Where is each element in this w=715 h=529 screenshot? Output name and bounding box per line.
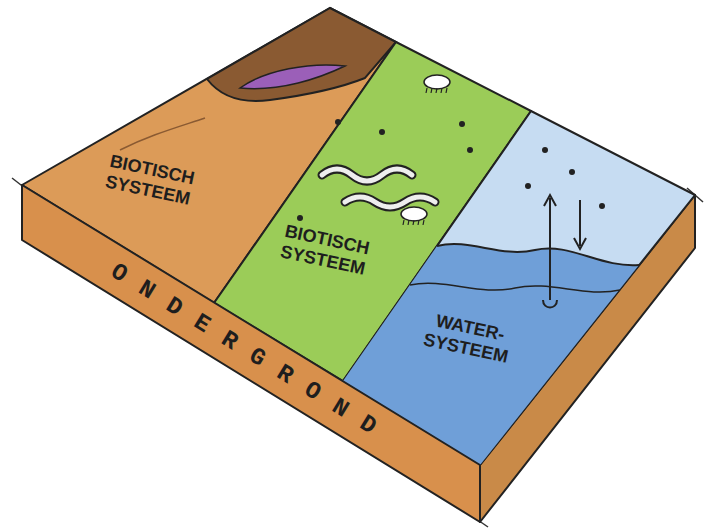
flux-arrow bbox=[549, 198, 551, 300]
arrow-head bbox=[544, 195, 556, 206]
worm-outline bbox=[322, 169, 412, 181]
animal-leg bbox=[441, 88, 442, 93]
water-line bbox=[410, 283, 620, 292]
animal-leg bbox=[413, 220, 414, 225]
vapour-dot bbox=[542, 147, 548, 153]
animal-leg bbox=[446, 88, 447, 93]
arrow-head bbox=[574, 238, 586, 249]
animal-leg bbox=[423, 220, 424, 225]
region-fill bbox=[22, 185, 480, 522]
vapour-dot bbox=[599, 203, 605, 209]
organism-dot bbox=[297, 215, 303, 221]
animal-leg bbox=[408, 220, 409, 225]
region-fill bbox=[343, 111, 695, 465]
organism-dot bbox=[467, 147, 473, 153]
flux-arrow bbox=[579, 200, 581, 246]
worm-outline bbox=[345, 197, 435, 207]
region-shape bbox=[343, 111, 695, 465]
worm bbox=[345, 197, 435, 207]
animal-leg bbox=[426, 88, 427, 93]
vapour-dot bbox=[525, 183, 531, 189]
animal-leg bbox=[436, 88, 437, 93]
animal-leg bbox=[431, 88, 432, 93]
animal-leg bbox=[403, 220, 404, 225]
soil-line bbox=[120, 118, 205, 150]
water-region: WATER-SYSTEEM bbox=[343, 111, 695, 465]
soil-lens bbox=[240, 65, 345, 89]
vapour-dot bbox=[569, 169, 575, 175]
label-holder: ONDERGROND bbox=[65, 233, 438, 475]
region-label: ONDERGROND bbox=[106, 258, 397, 450]
worm bbox=[322, 169, 412, 181]
animal-leg bbox=[418, 220, 419, 225]
flux-foot bbox=[543, 300, 557, 308]
organism-dot bbox=[335, 119, 341, 125]
soil-animal bbox=[401, 207, 427, 221]
soil-animal bbox=[424, 75, 450, 89]
subsurface-band: ONDERGROND bbox=[22, 185, 480, 522]
organism-dot bbox=[379, 129, 385, 135]
water-table bbox=[437, 244, 639, 265]
organism-dot bbox=[459, 121, 465, 127]
